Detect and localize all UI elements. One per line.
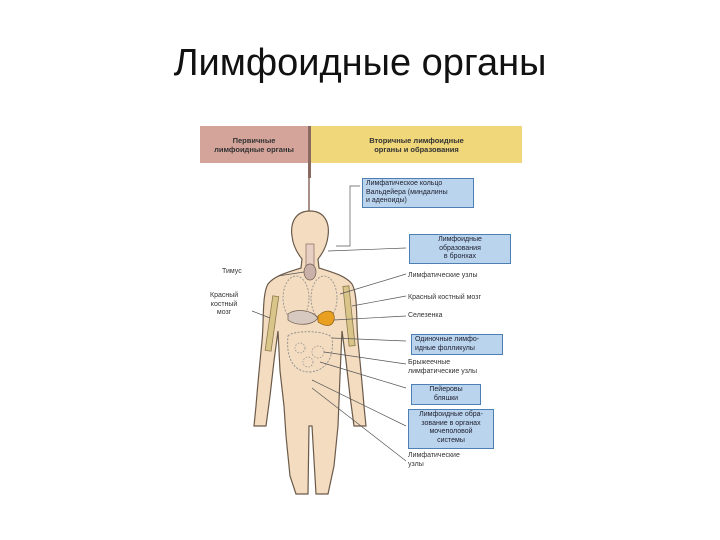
primary-organs-header: Первичные лимфоидные органы (200, 126, 308, 163)
solitary-follicles-box: Одиночные лимфо- идные фолликулы (411, 334, 503, 355)
intestines (287, 331, 333, 373)
waldeyer-ring-box: Лимфатическое кольцо Вальдейера (миндали… (362, 178, 474, 208)
left-lung (282, 275, 310, 321)
right-lung (310, 275, 338, 321)
lymph-nodes-bottom-label: Лимфатические узлы (408, 452, 460, 469)
bronchial-box: Лимфоидные образования в бронхах (409, 234, 511, 264)
mesenteric-nodes-label: Брыжеечные лимфатические узлы (408, 359, 477, 376)
lymph-nodes-label: Лимфатические узлы (408, 272, 478, 279)
secondary-organs-header: Вторичные лимфоидные органы и образовани… (311, 126, 522, 163)
human-body-figure (251, 163, 407, 495)
peyer-patches-text: Пейеровы бляшки (429, 386, 463, 402)
solitary-follicles-text: Одиночные лимфо- идные фолликулы (415, 336, 480, 352)
leader-lines (251, 185, 407, 462)
spleen-label: Селезенка (408, 312, 443, 319)
peyer-patches-box: Пейеровы бляшки (411, 384, 481, 405)
lymphoid-organs-diagram: Первичные лимфоидные органы Вторичные ли… (200, 126, 522, 496)
lymph-nodes-bottom-text: Лимфатические узлы (408, 452, 460, 468)
waldeyer-ring-text: Лимфатическое кольцо Вальдейера (миндали… (366, 180, 448, 204)
header-divider (308, 126, 311, 178)
red-marrow-left-text: Красный костный мозг (210, 292, 239, 316)
urogenital-text: Лимфоидные обра- зование в органах мочеп… (419, 411, 483, 444)
page-title: Лимфоидные органы (173, 42, 547, 84)
red-marrow-right-label: Красный костный мозг (408, 294, 481, 301)
urogenital-box: Лимфоидные обра- зование в органах мочеп… (408, 409, 494, 449)
left-arm-bone (264, 295, 280, 352)
spleen-organ (317, 310, 335, 326)
body-silhouette (253, 210, 367, 495)
red-marrow-left-label: Красный костный мозг (210, 292, 238, 318)
mesenteric-nodes-text: Брыжеечные лимфатические узлы (408, 359, 478, 375)
primary-organs-header-text: Первичные лимфоидные органы (214, 135, 294, 154)
right-arm-bone (342, 285, 356, 347)
thymus-label: Тимус (222, 268, 242, 275)
thymus-organ (303, 263, 317, 281)
secondary-organs-header-text: Вторичные лимфоидные органы и образовани… (369, 135, 464, 154)
bronchial-text: Лимфоидные образования в бронхах (438, 236, 482, 260)
